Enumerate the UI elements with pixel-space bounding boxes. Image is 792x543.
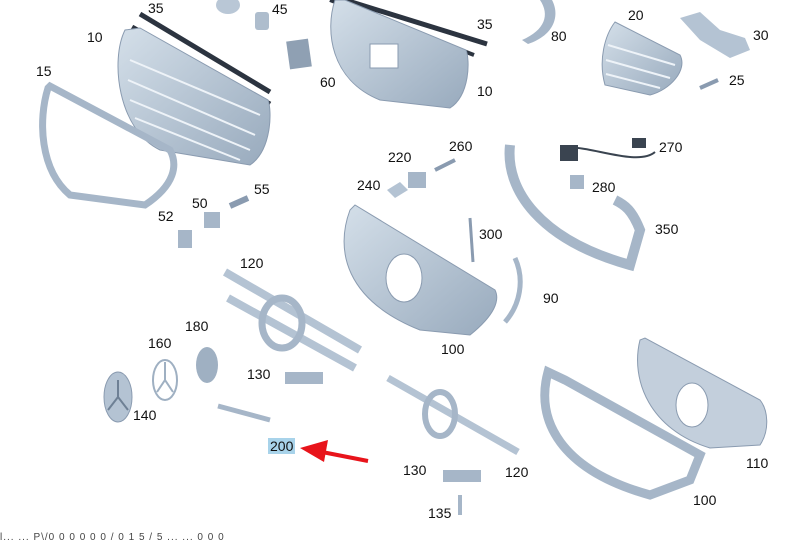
part-label-35[interactable]: 35 (148, 0, 164, 16)
grille-100-icon (343, 204, 498, 336)
cover-60-icon (286, 38, 312, 70)
part-label-10[interactable]: 10 (87, 29, 103, 45)
frame-350-icon (504, 144, 646, 272)
part-label-160[interactable]: 160 (148, 335, 172, 351)
part-label-45[interactable]: 45 (272, 1, 288, 17)
bracket-50-icon (204, 212, 220, 228)
bracket-90-icon (503, 256, 523, 324)
part-label-130[interactable]: 130 (247, 366, 271, 382)
part-label-270[interactable]: 270 (659, 139, 683, 155)
part-label-25[interactable]: 25 (729, 72, 745, 88)
frame-15-icon (39, 81, 178, 209)
grille-110-icon (637, 337, 768, 449)
grille-20-icon (601, 21, 683, 96)
part-label-120-right[interactable]: 120 (505, 464, 529, 480)
part-label-20[interactable]: 20 (628, 7, 644, 23)
part-label-180[interactable]: 180 (185, 318, 209, 334)
part-label-240[interactable]: 240 (357, 177, 381, 193)
star-160-icon (152, 359, 178, 401)
part-label-140[interactable]: 140 (133, 407, 157, 423)
part-label-15[interactable]: 15 (36, 63, 52, 79)
trim-120-right-icon (386, 374, 520, 456)
part-label-110[interactable]: 110 (746, 455, 769, 471)
part-label-220[interactable]: 220 (388, 149, 412, 165)
part-label-10-right[interactable]: 10 (477, 83, 493, 99)
grille-10-right-icon (330, 0, 469, 109)
insert-130-icon (285, 372, 323, 384)
bolt-55-icon (228, 195, 250, 209)
rivet-300-icon (468, 217, 475, 263)
part-label-50[interactable]: 50 (192, 195, 208, 211)
part-label-55[interactable]: 55 (254, 181, 270, 197)
insert-130-right-icon (443, 470, 481, 482)
bracket-30-icon (680, 12, 750, 58)
trim-strip-200-icon (217, 403, 271, 423)
footer-caption: l... ... P\/0 0 0 0 0 0 / 0 1 5 / 5 ... … (0, 532, 225, 543)
clip-52-icon (178, 230, 192, 248)
camera-270-icon (560, 138, 656, 161)
part-label-120[interactable]: 120 (240, 255, 264, 271)
clip-240-icon (387, 182, 408, 198)
part-label-130-right[interactable]: 130 (403, 462, 427, 478)
screw-25-icon (699, 78, 719, 90)
part-label-52[interactable]: 52 (158, 208, 174, 224)
badge-180-icon (196, 347, 218, 383)
part-label-280[interactable]: 280 (592, 179, 616, 195)
part-label-350[interactable]: 350 (655, 221, 679, 237)
frame-100-icon (540, 365, 706, 500)
part-label-90[interactable]: 90 (543, 290, 559, 306)
clip-220-icon (408, 172, 426, 188)
part-label-60[interactable]: 60 (320, 74, 336, 90)
grille-10-icon (117, 27, 271, 166)
emblem-45-icon (216, 0, 269, 30)
part-label-300[interactable]: 300 (479, 226, 503, 242)
part-label-80[interactable]: 80 (551, 28, 567, 44)
pointer-arrow-icon (300, 440, 369, 463)
screw-260-icon (434, 158, 456, 172)
part-label-135[interactable]: 135 (428, 505, 452, 521)
part-label-100-right[interactable]: 100 (693, 492, 717, 508)
part-label-30[interactable]: 30 (753, 27, 769, 43)
clip-280-icon (570, 175, 584, 189)
bracket-80-icon (522, 0, 556, 44)
part-label-260[interactable]: 260 (449, 138, 473, 154)
part-label-200-highlighted[interactable]: 200 (268, 438, 296, 454)
part-label-35-right[interactable]: 35 (477, 16, 493, 32)
emblem-140-icon (103, 371, 133, 423)
trim-120-icon (222, 268, 363, 372)
part-label-100[interactable]: 100 (441, 341, 465, 357)
